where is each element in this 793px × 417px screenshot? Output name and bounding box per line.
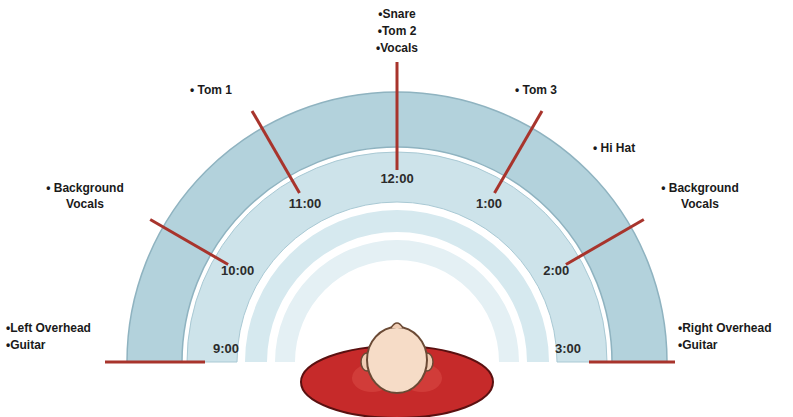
guitar-label: •Guitar [678, 337, 718, 353]
nose [391, 323, 403, 328]
leader-line [396, 62, 399, 170]
drum-label: •Tom 2 [378, 23, 417, 39]
drum-label: • Hi Hat [593, 140, 635, 156]
clock-position: 10:00 [221, 263, 254, 278]
clock-position: 11:00 [289, 195, 322, 210]
vocal-label: • Background Vocals [30, 180, 140, 212]
vocal-label: •Vocals [376, 40, 418, 56]
leader-line [495, 111, 543, 193]
vocal-label: • Background Vocals [645, 180, 755, 212]
leader-line [150, 220, 228, 265]
listener-figure [301, 323, 493, 417]
drum-label: • Tom 1 [190, 82, 232, 98]
leader-line [105, 361, 205, 364]
drum-label: •Snare [378, 6, 416, 22]
guitar-label: •Guitar [6, 337, 46, 353]
overhead-label: •Right Overhead [678, 320, 772, 336]
head [367, 327, 427, 393]
clock-position: 3:00 [555, 341, 581, 356]
clock-position: 12:00 [380, 171, 413, 186]
clock-position: 1:00 [476, 195, 502, 210]
overhead-label: •Left Overhead [6, 320, 91, 336]
leader-line [252, 111, 300, 193]
drum-label: • Tom 3 [515, 82, 557, 98]
leader-line [566, 220, 644, 265]
clock-position: 9:00 [213, 341, 239, 356]
leader-line [589, 361, 675, 364]
clock-position: 2:00 [543, 263, 569, 278]
